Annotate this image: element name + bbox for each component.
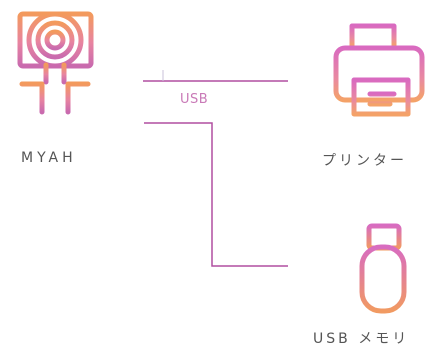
usb-drive-icon xyxy=(359,223,407,314)
connection-lines xyxy=(143,70,288,267)
myah-label: MYAH xyxy=(21,150,77,166)
printer-icon xyxy=(333,23,425,117)
line-to-usb-memory xyxy=(144,122,288,267)
printer-label: プリンター xyxy=(322,153,407,169)
camera-device-icon xyxy=(17,11,94,115)
usb-memory-label: USB メモリ xyxy=(313,331,410,347)
connection-label-usb: USB xyxy=(180,92,209,107)
